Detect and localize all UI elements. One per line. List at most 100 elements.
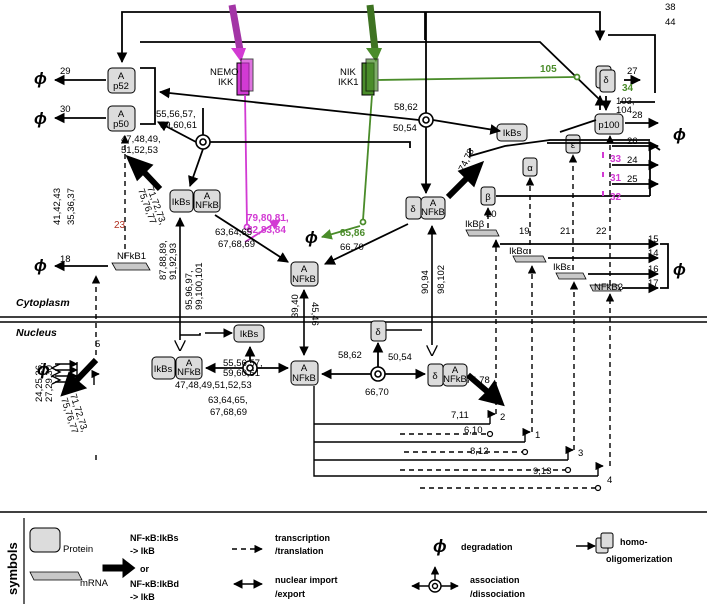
reaction-label: 44 [665,17,676,28]
reaction-label: 47,48,49,51,52,53 [175,380,252,391]
reaction-label: 2 [500,412,505,423]
reaction-label: 17 [648,278,659,289]
svg-text:IkBα: IkBα [509,246,529,257]
reaction-label: 25 [627,174,638,185]
assoc-node-nuc-right [370,366,386,382]
protein-epsilon: ε [565,134,581,154]
legend-mrna-label: mRNA [80,578,109,589]
reaction-label: 6,10 [464,425,483,436]
cytoplasm-label: Cytoplasm [16,297,70,309]
nuclear-membrane [0,316,707,323]
degradation-icon: ϕ [305,228,318,247]
reaction-label: 38 [665,2,676,13]
legend-nfkb-ikbs-2: -> IkB [130,546,155,556]
reaction-label: 29 [60,66,71,77]
reaction-label: 26 [627,136,638,147]
reaction-labels: 38 44 29 30 27 34 103, 104 105 28 26 33 … [60,2,676,486]
legend-homo-oligomerization-icon [576,532,614,554]
complex-ikbs-nfkb-cyto: IkBs A NFkB [169,189,221,213]
reaction-label: 41,42,43 [52,188,63,225]
reaction-label: 39,40 [290,294,301,318]
assoc-node-cyto-right [418,112,434,128]
reaction-label: 14 [648,248,659,259]
complex-delta-nfkb-nuc: δ A NFkB [427,363,468,387]
reaction-label: 79,80,81, [247,213,289,224]
reaction-label: 27 [627,66,638,77]
reaction-label: 98,102 [436,265,447,294]
nuclear-degradation-zigzag [50,359,78,387]
degradation-icon: ϕ [37,360,50,379]
reaction-label: 4 [607,475,612,486]
svg-text:NFkB1: NFkB1 [117,251,146,262]
complex-ikbs-nfkb-nuc: IkBs A NFkB [151,356,203,380]
legend-homo-2: oligomerization [606,554,673,564]
svg-text:δ: δ [432,371,437,382]
mrna-ikbe: IkBε [553,262,587,280]
nik-label: NIK [340,67,357,78]
mrna-ikba: IkBα [509,246,547,263]
reaction-label: 9,13 [533,466,552,477]
svg-text:NFkB: NFkB [443,374,467,385]
degradation-icon: ϕ [34,256,47,275]
legend-assoc-2: /dissociation [470,589,525,599]
promoter-circles [486,430,602,492]
top-loop-lines [116,11,656,103]
legend-degradation-label: degradation [461,542,513,552]
svg-text:IkBβ: IkBβ [465,219,485,230]
transcription-dashed-up [91,239,615,489]
reaction-label: 103, [616,96,635,107]
reaction-label: 47,48,49, [121,134,161,145]
protein-delta-top: δ [595,65,616,93]
transcription-lines [95,386,598,477]
degradation-icon: ϕ [673,260,686,279]
reaction-label: 87,88,89, [158,240,169,280]
svg-text:A: A [452,365,459,376]
reaction-label: 59,60,61 [223,368,260,379]
svg-text:NFkB: NFkB [292,274,316,285]
protein-p52: A p52 [107,67,136,94]
complex-delta-nfkb-cyto: δ A NFkB [405,196,446,220]
protein-nfkb-nuc: A NFkB [290,360,319,386]
reaction-label: 85,86 [340,228,365,239]
mrna-ikbb: IkBβ [465,219,500,237]
reaction-label: 58,62 [338,350,362,361]
nucleus-label: Nucleus [16,327,57,339]
reaction-label: 55,56,57, [156,109,196,120]
protein-alpha: α [522,157,538,177]
reaction-label: 23 [114,220,126,231]
degradation-icon: ϕ [34,109,47,128]
svg-text:α: α [527,163,533,174]
nik-activation-lines [320,73,581,240]
mrna-nfkb1: NFkB1 [111,251,151,271]
reaction-label: 27,29,30 [44,365,55,402]
reaction-label: 7,11 [451,410,469,421]
ikk1-label: IKK1 [338,77,359,88]
reaction-label: 74,78 [466,375,490,386]
degradation-icon: ϕ [673,125,686,144]
reaction-label: 59,60,61 [160,120,197,131]
legend-transcription-1: transcription [275,533,330,543]
transcription-start-arrows [91,369,604,476]
legend-title: symbols [5,542,20,595]
svg-text:IkBs: IkBs [503,128,522,139]
reaction-label: 31 [610,173,622,184]
legend-thick-arrow-icon [102,557,136,579]
protein-beta: β [480,186,496,206]
svg-text:IkBs: IkBs [240,329,259,340]
reaction-label: 32 [610,192,622,203]
reaction-label: 19 [519,226,530,237]
svg-text:IkBε: IkBε [553,262,572,273]
legend-nfkb-ikbs-1: NF-κB:IkBs [130,533,179,543]
reaction-label: 45,46 [309,302,320,326]
legend-or: or [140,564,149,574]
nik-ikk1-kinase: NIK IKK1 [338,58,379,96]
protein-ikbs-cyto: IkBs [496,123,528,142]
mrna-nfkb2: NFkB2 [589,282,623,293]
svg-text:A: A [118,71,125,82]
legend-nfkb-ikbd-1: NF-κB:IkBd [130,579,179,589]
svg-text:NFkB: NFkB [177,367,201,378]
reaction-label: 5 [95,339,100,350]
legend-protein-label: Protein [63,544,93,555]
reaction-label: 67,68,69 [210,407,247,418]
reaction-label: 82,83,84 [247,225,286,236]
